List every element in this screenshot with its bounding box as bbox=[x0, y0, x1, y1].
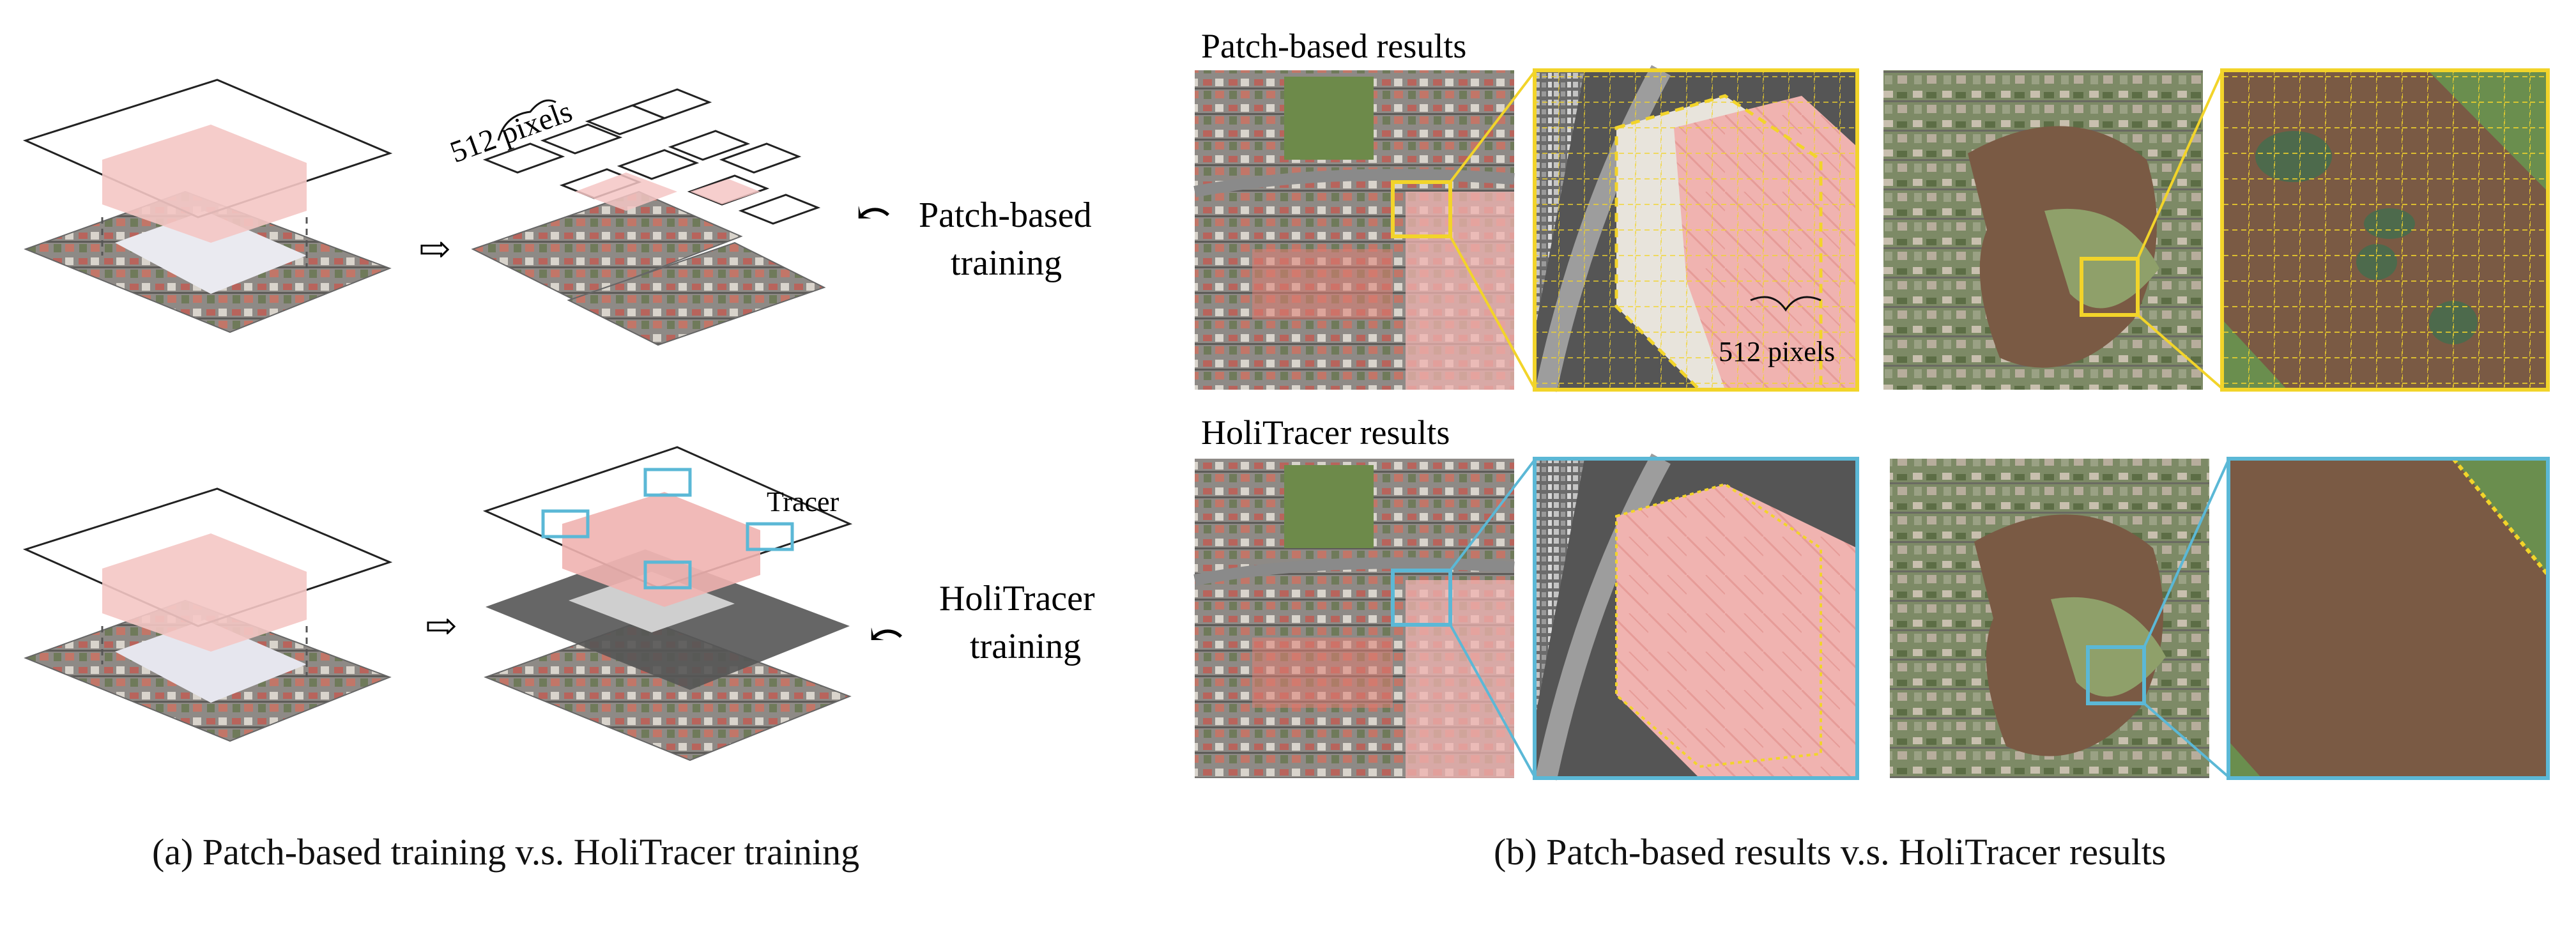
tile-holi-water-overview bbox=[1890, 459, 2209, 778]
loop-arrow-icon: ⤺ bbox=[869, 611, 904, 658]
zoom-pixels-label: 512 pixels bbox=[1719, 336, 1835, 367]
tile-holi-urban-overview bbox=[1193, 459, 1515, 778]
panel-b-caption: (b) Patch-based results v.s. HoliTracer … bbox=[1494, 831, 2166, 873]
stack-patch-input bbox=[22, 79, 393, 333]
stack-patch-tiles bbox=[471, 88, 826, 346]
holi-training-label-line2: training bbox=[970, 627, 1081, 666]
tile-holi-urban-zoom bbox=[1533, 453, 1859, 781]
stack-holi-tracer bbox=[482, 446, 853, 761]
row-patch-title: Patch-based results bbox=[1201, 27, 1466, 65]
loop-arrow-icon: ⤺ bbox=[856, 190, 891, 236]
arrow-icon: ⇨ bbox=[418, 228, 450, 270]
tracer-label: Tracer bbox=[767, 486, 839, 517]
stack-holi-input bbox=[22, 487, 393, 742]
panel-a-caption: (a) Patch-based training v.s. HoliTracer… bbox=[152, 831, 860, 873]
tile-patch-urban-zoom bbox=[1533, 65, 1859, 392]
patch-training-label-line1: Patch-based bbox=[919, 195, 1092, 235]
tile-patch-water-zoom bbox=[2220, 68, 2550, 392]
arrow-icon: ⇨ bbox=[425, 605, 457, 647]
tile-holi-water-zoom bbox=[2227, 457, 2550, 780]
tile-patch-water-overview bbox=[1883, 70, 2203, 390]
holi-training-label-line1: HoliTracer bbox=[939, 579, 1095, 618]
patch-training-label-line2: training bbox=[951, 243, 1062, 283]
row-holi-title: HoliTracer results bbox=[1201, 413, 1450, 452]
tile-patch-urban-overview bbox=[1193, 70, 1515, 390]
